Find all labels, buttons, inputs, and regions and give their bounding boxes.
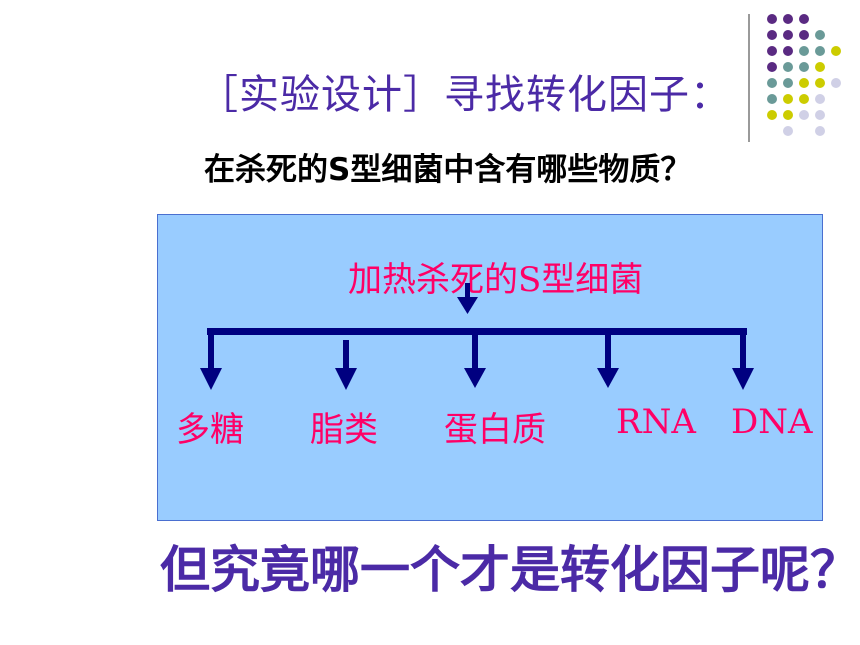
branch-arrow-shaft-4 [605, 335, 611, 371]
dot-row-2 [767, 30, 825, 40]
dot-row-1 [767, 14, 809, 24]
dot-row-6 [767, 94, 825, 104]
component-lipid: 脂类 [310, 410, 378, 450]
closing-question: 但究竟哪一个才是转化因子呢？ [160, 540, 860, 599]
slide-subtitle: 在杀死的S型细菌中含有哪些物质？ [204, 152, 692, 188]
branch-arrow-shaft-2 [343, 340, 349, 371]
dot-row-3 [767, 46, 841, 56]
branch-arrow-head-4 [597, 368, 619, 388]
decorative-dot-grid [767, 14, 841, 136]
diagram-source-label: 加热杀死的S型细菌 [348, 260, 644, 300]
dot-row-4 [767, 62, 825, 72]
branch-bar [207, 328, 747, 335]
branch-arrow-head-1 [200, 368, 222, 390]
dot-row-5 [767, 78, 841, 88]
component-rna: RNA [616, 402, 696, 442]
source-arrow-head [457, 297, 478, 314]
branch-arrow-head-3 [464, 368, 486, 388]
component-polysaccharide: 多糖 [176, 410, 244, 450]
component-protein: 蛋白质 [444, 410, 546, 450]
branch-arrow-shaft-1 [208, 335, 214, 371]
branch-arrow-shaft-5 [740, 335, 746, 371]
branch-arrow-head-5 [732, 368, 754, 390]
source-arrow-shaft [465, 283, 470, 299]
branch-arrow-shaft-3 [472, 335, 478, 371]
component-dna: DNA [731, 402, 813, 442]
vertical-divider [748, 14, 750, 142]
branch-arrow-head-2 [335, 368, 357, 390]
dot-row-7 [767, 110, 825, 120]
dot-row-8 [783, 126, 825, 136]
diagram-panel [157, 214, 823, 521]
slide-title: ［实验设计］寻找转化因子： [198, 72, 731, 118]
